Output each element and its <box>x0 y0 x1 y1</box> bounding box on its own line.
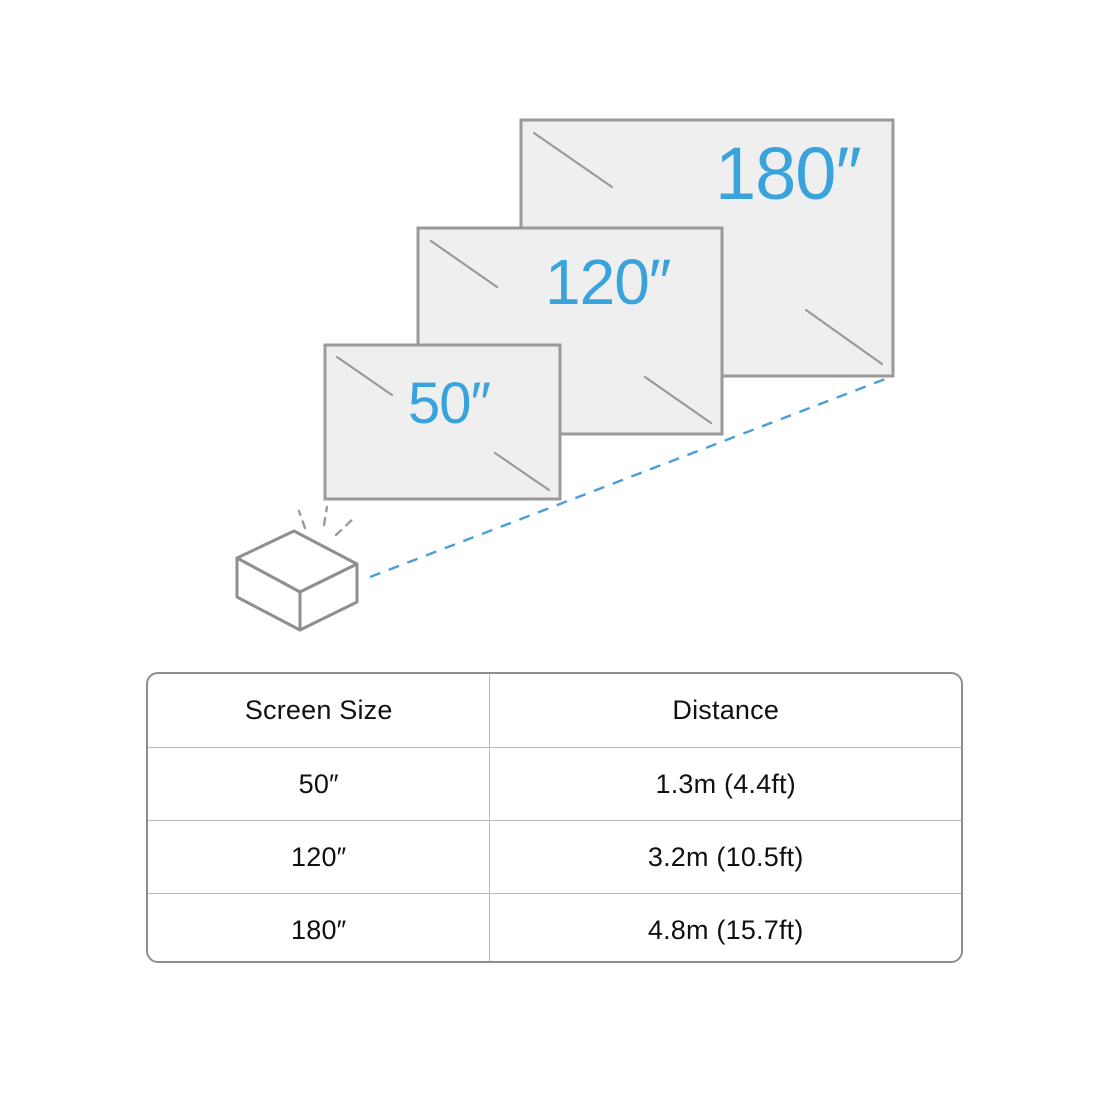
projector-ray-left-icon <box>297 509 307 530</box>
projector-ray-right-icon <box>334 515 357 537</box>
table-row: 180″ 4.8m (15.7ft) <box>148 893 961 961</box>
table-row: 50″ 1.3m (4.4ft) <box>148 747 961 821</box>
screen-50: 50″ <box>323 343 562 501</box>
column-header-screen-size: Screen Size <box>148 674 491 748</box>
table-row: 120″ 3.2m (10.5ft) <box>148 820 961 894</box>
screen-distance-table: Screen Size Distance 50″ 1.3m (4.4ft) 12… <box>146 672 963 963</box>
projector <box>235 505 359 632</box>
cell-distance: 3.2m (10.5ft) <box>489 820 961 894</box>
projector-screen-illustration: 180″ 120″ 50″ <box>235 118 895 632</box>
screen-120-diagonal-tick-top-left <box>429 239 499 289</box>
column-header-distance: Distance <box>489 674 961 748</box>
projection-beam-line <box>369 374 894 579</box>
screen-50-label: 50″ <box>408 371 491 436</box>
screen-50-diagonal-tick-top-left <box>335 355 394 397</box>
screen-120-diagonal-tick-bottom-right <box>643 375 713 425</box>
table-header-row: Screen Size Distance <box>148 674 961 748</box>
cell-screen-size: 180″ <box>148 893 491 961</box>
cell-screen-size: 50″ <box>148 747 491 821</box>
cell-screen-size: 120″ <box>148 820 491 894</box>
screen-50-diagonal-tick-bottom-right <box>493 451 551 492</box>
screen-50-panel <box>323 343 562 501</box>
projector-side-face <box>298 562 359 632</box>
screen-180-diagonal-tick-bottom-right <box>804 308 884 366</box>
cell-distance: 4.8m (15.7ft) <box>647 914 804 945</box>
projector-ray-center-icon <box>322 505 329 527</box>
screen-180-diagonal-tick-top-left <box>532 131 614 189</box>
screen-180-label: 180″ <box>715 132 861 215</box>
cell-distance: 1.3m (4.4ft) <box>489 747 961 821</box>
screen-120-label: 120″ <box>545 246 671 318</box>
